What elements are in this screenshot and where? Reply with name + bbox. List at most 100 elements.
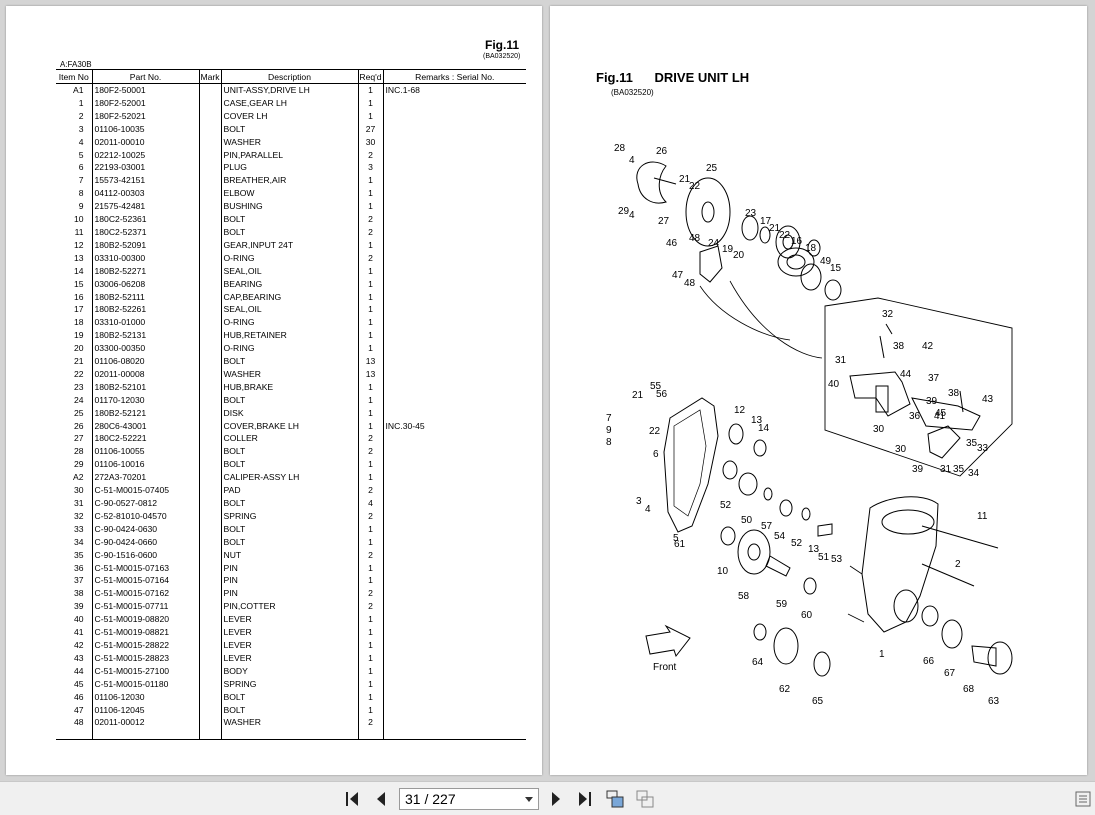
diagram-title: Fig.11 DRIVE UNIT LH — [596, 70, 749, 85]
table-cell: BREATHER,AIR — [220, 174, 358, 188]
column-header: Req'd — [357, 69, 383, 84]
table-cell: 25 — [73, 407, 84, 418]
table-cell: 180F2-50001 — [91, 83, 199, 97]
table-cell — [382, 303, 526, 317]
table-cell — [198, 729, 221, 741]
table-cell: 1 — [357, 329, 383, 343]
callout-number: 22 — [649, 426, 661, 437]
gear-cover-part — [673, 409, 707, 517]
table-cell: 44 — [73, 665, 84, 676]
table-cell: 1 — [357, 277, 383, 291]
table-cell — [198, 380, 221, 394]
table-cell — [198, 561, 221, 575]
table-cell: 42 — [73, 639, 84, 650]
gear-case-part — [847, 565, 865, 623]
leader-curve — [699, 285, 791, 341]
table-cell: A1 — [72, 85, 84, 95]
table-cell — [382, 251, 526, 265]
table-cell — [198, 664, 221, 678]
callout-number: 44 — [900, 369, 912, 380]
table-cell — [198, 406, 221, 420]
single-view-icon[interactable] — [635, 789, 655, 809]
callout-number: 21 — [769, 223, 781, 234]
callout-number: 14 — [758, 423, 770, 434]
callout-number: 26 — [656, 146, 668, 157]
table-cell — [382, 509, 526, 523]
gear-cover-part — [663, 397, 719, 533]
continuous-view-icon[interactable] — [605, 789, 625, 809]
table-cell: 3 — [357, 161, 383, 175]
snap-ring-part — [763, 487, 773, 501]
table-cell: 41 — [73, 627, 84, 638]
callout-number: 4 — [629, 155, 635, 166]
table-cell: 38 — [73, 588, 84, 599]
table-cell — [382, 342, 526, 356]
table-cell: O-RING — [220, 316, 358, 330]
table-cell — [198, 638, 221, 652]
next-page-icon[interactable] — [546, 789, 566, 809]
callout-number: 29 — [618, 206, 630, 217]
table-cell: 01106-12045 — [91, 703, 199, 717]
caliper-body-part — [927, 425, 961, 459]
table-cell: 2 — [357, 548, 383, 562]
table-cell — [382, 548, 526, 562]
table-cell — [382, 445, 526, 459]
caliper-detail-box — [824, 297, 1013, 477]
table-cell — [56, 729, 92, 741]
table-cell: 01106-10055 — [91, 445, 199, 459]
table-cell: 14 — [73, 265, 84, 276]
table-cell: 2 — [357, 600, 383, 614]
table-cell — [198, 83, 221, 97]
table-cell: 1 — [357, 626, 383, 639]
callout-number: 35 — [966, 438, 978, 449]
table-cell — [198, 716, 221, 730]
page-number-field[interactable]: 31 / 227 — [399, 788, 539, 810]
table-cell — [382, 355, 526, 368]
o-ring-part — [801, 507, 811, 521]
page-indicator: 31 / 227 — [405, 791, 456, 807]
table-cell: C-90-0424-0660 — [91, 535, 199, 549]
chevron-down-icon[interactable] — [525, 797, 533, 802]
table-cell: 4 — [357, 497, 383, 510]
first-page-icon[interactable] — [343, 789, 363, 809]
prev-page-icon[interactable] — [371, 789, 391, 809]
table-cell: 1 — [357, 471, 383, 485]
table-cell: 1 — [357, 406, 383, 420]
parts-table-header: Item No Part No. Mark Description Req'd … — [56, 69, 526, 84]
table-cell: 1 — [357, 690, 383, 704]
table-cell — [382, 174, 526, 188]
callout-number: 10 — [717, 566, 729, 577]
menu-icon[interactable] — [1073, 789, 1093, 809]
table-cell — [382, 406, 526, 420]
table-cell — [198, 703, 221, 717]
table-cell: 02011-00008 — [91, 367, 199, 381]
table-cell: 45 — [73, 678, 84, 689]
table-cell: PIN — [220, 561, 358, 575]
table-cell: 1 — [78, 97, 84, 108]
callout-number: 41 — [934, 411, 946, 422]
table-cell: 28 — [73, 446, 84, 457]
table-cell: 2 — [357, 251, 383, 265]
shaft-part — [817, 523, 833, 537]
callout-number: 21 — [679, 174, 691, 185]
callout-number: 17 — [760, 216, 772, 227]
callout-number: 15 — [830, 263, 842, 274]
table-cell: PIN,PARALLEL — [220, 148, 358, 162]
table-cell: 01106-10035 — [91, 122, 199, 136]
callout-number: 39 — [926, 396, 938, 407]
table-cell — [382, 367, 526, 381]
table-cell: 43 — [73, 652, 84, 663]
table-cell: 1 — [357, 316, 383, 330]
table-cell: BUSHING — [220, 200, 358, 214]
table-cell — [382, 432, 526, 446]
last-page-icon[interactable] — [574, 789, 594, 809]
pin-part — [885, 323, 893, 335]
table-cell: BOLT — [220, 497, 358, 510]
